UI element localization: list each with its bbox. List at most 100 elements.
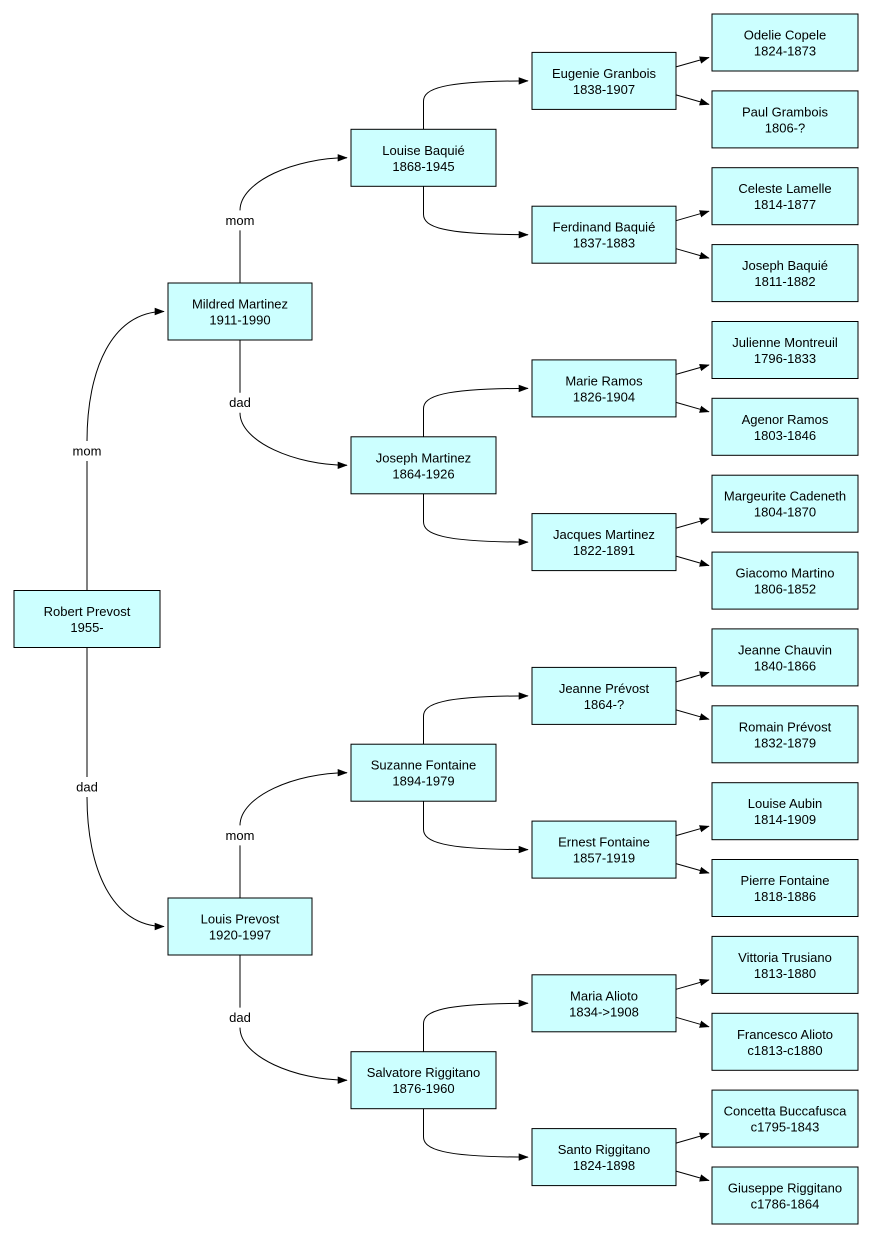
person-dates: 1840-1866 bbox=[754, 658, 816, 673]
person-dates: 1811-1882 bbox=[754, 274, 815, 289]
person-box bbox=[350, 128, 497, 187]
person-name: Francesco Alioto bbox=[737, 1027, 833, 1042]
edge-marie-dad bbox=[675, 401, 710, 413]
person-dates: c1813-c1880 bbox=[747, 1043, 822, 1058]
person-box bbox=[350, 436, 497, 495]
edge-mildred-mom-curve bbox=[239, 154, 348, 211]
person-box bbox=[711, 935, 859, 994]
person-box bbox=[350, 743, 497, 802]
person-dates: c1786-1864 bbox=[751, 1197, 820, 1212]
person-dates: 1824-1873 bbox=[754, 44, 816, 59]
person-box bbox=[711, 13, 859, 72]
person-name: Romain Prévost bbox=[739, 719, 832, 734]
edge-louise_b-mom bbox=[423, 77, 529, 130]
person-dates: 1911-1990 bbox=[209, 313, 270, 328]
person-box bbox=[711, 705, 859, 764]
edge-jacques-dad bbox=[675, 555, 710, 567]
person-dates: 1864-1926 bbox=[392, 466, 454, 481]
edge-salvatore-mom bbox=[423, 999, 529, 1052]
edge-label-mom: mom bbox=[73, 444, 102, 459]
person-name: Ernest Fontaine bbox=[558, 835, 650, 850]
person-dates: 1826-1904 bbox=[573, 389, 635, 404]
edge-suzanne-dad bbox=[423, 801, 529, 854]
edge-jeanne_p-mom bbox=[675, 671, 710, 683]
person-name: Pierre Fontaine bbox=[741, 873, 830, 888]
person-name: Paul Grambois bbox=[742, 104, 828, 119]
edge-louis-dad-curve bbox=[239, 1027, 348, 1084]
person-dates: 1806-1852 bbox=[754, 582, 816, 597]
edge-label-mom: mom bbox=[226, 828, 255, 843]
person-box bbox=[711, 859, 859, 917]
person-name: Salvatore Riggitano bbox=[367, 1065, 480, 1080]
person-name: Vittoria Trusiano bbox=[738, 950, 832, 965]
person-dates: 1868-1945 bbox=[392, 159, 454, 174]
person-name: Giacomo Martino bbox=[736, 566, 835, 581]
edge-label-dad: dad bbox=[229, 1010, 251, 1025]
person-box bbox=[711, 1089, 859, 1148]
edge-jacques-mom bbox=[675, 517, 710, 529]
person-box bbox=[531, 820, 677, 879]
edge-santo-mom bbox=[675, 1132, 710, 1144]
person-dates: 1796-1833 bbox=[754, 351, 816, 366]
person-dates: 1864-? bbox=[584, 697, 624, 712]
edge-louis-mom-curve bbox=[239, 769, 348, 826]
person-name: Eugenie Granbois bbox=[552, 66, 657, 81]
edge-marie-mom bbox=[675, 363, 710, 375]
person-dates: 1814-1877 bbox=[754, 197, 816, 212]
person-name: Robert Prevost bbox=[44, 604, 131, 619]
person-name: Suzanne Fontaine bbox=[371, 758, 477, 773]
person-name: Joseph Martinez bbox=[376, 450, 471, 465]
person-box bbox=[711, 1166, 859, 1225]
person-box bbox=[711, 474, 859, 533]
person-name: Maria Alioto bbox=[570, 988, 638, 1003]
person-dates: 1814-1909 bbox=[754, 812, 816, 827]
edge-louise_b-dad bbox=[423, 186, 529, 239]
person-box bbox=[711, 1012, 859, 1071]
person-dates: c1795-1843 bbox=[751, 1120, 820, 1135]
person-dates: 1832-1879 bbox=[754, 735, 816, 750]
edge-suzanne-mom bbox=[423, 692, 529, 745]
person-name: Louise Baquié bbox=[382, 143, 464, 158]
person-box bbox=[531, 974, 677, 1033]
person-dates: 1857-1919 bbox=[573, 851, 635, 866]
person-box bbox=[531, 1128, 677, 1187]
person-name: Julienne Montreuil bbox=[732, 335, 838, 350]
person-name: Joseph Baquié bbox=[742, 258, 828, 273]
person-box bbox=[711, 90, 859, 149]
person-dates: 1803-1846 bbox=[754, 428, 816, 443]
person-name: Concetta Buccafusca bbox=[724, 1104, 848, 1119]
person-box bbox=[711, 782, 859, 841]
edge-eugenie-dad bbox=[675, 94, 710, 106]
person-dates: 1818-1886 bbox=[754, 889, 816, 904]
person-name: Santo Riggitano bbox=[558, 1142, 651, 1157]
edge-jeanne_p-dad bbox=[675, 709, 710, 721]
person-name: Ferdinand Baquié bbox=[553, 220, 656, 235]
edge-label-dad: dad bbox=[229, 395, 251, 410]
edge-maria-dad bbox=[675, 1016, 710, 1028]
person-name: Marie Ramos bbox=[565, 373, 643, 388]
edge-joseph_m-mom bbox=[423, 384, 529, 437]
person-name: Louise Aubin bbox=[748, 796, 822, 811]
person-box bbox=[711, 167, 859, 226]
person-box bbox=[711, 628, 859, 687]
